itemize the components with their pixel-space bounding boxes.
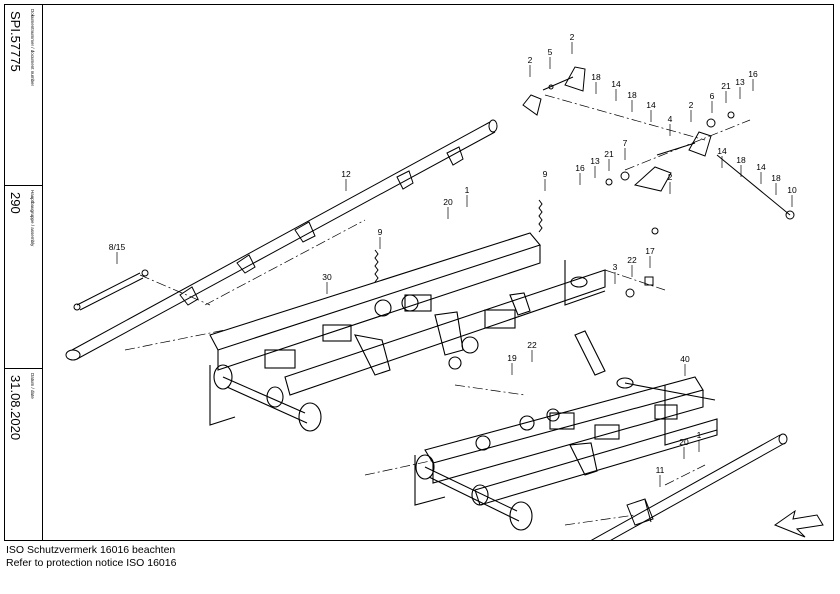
exploded-assembly-drawing: 2521814181426211316497211316214181418101…	[65, 32, 824, 540]
protection-notice-en: Refer to protection notice ISO 16016	[6, 557, 177, 569]
callout-3: 3	[613, 262, 618, 272]
callout-4: 4	[668, 114, 673, 124]
frame-40	[414, 330, 718, 531]
callout-2: 2	[668, 172, 673, 182]
spring-9-middle	[374, 249, 379, 283]
callout-7: 7	[623, 138, 628, 148]
callout-16: 16	[575, 163, 585, 173]
callout-22: 22	[627, 255, 637, 265]
callout-2: 2	[570, 32, 575, 42]
callout-8-15: 8/15	[109, 242, 126, 252]
drawing-frame: Dokumentnummer / document number SPI.577…	[4, 4, 834, 541]
document-number-value: SPI.57775	[8, 11, 23, 72]
callout-20: 20	[679, 437, 689, 447]
callout-2: 2	[689, 100, 694, 110]
callout-14: 14	[646, 100, 656, 110]
callout-17: 17	[645, 246, 655, 256]
document-number-label: Dokumentnummer / document number	[30, 9, 35, 87]
callout-13: 13	[590, 156, 600, 166]
callout-30: 30	[322, 272, 332, 282]
callout-11: 11	[656, 465, 665, 475]
callout-6: 6	[710, 91, 715, 101]
callout-1: 1	[697, 430, 702, 440]
callout-19: 19	[507, 353, 517, 363]
callout-14: 14	[717, 146, 727, 156]
callout-14: 14	[611, 79, 621, 89]
callout-9: 9	[543, 169, 548, 179]
callout-1: 1	[465, 185, 470, 195]
title-block: Dokumentnummer / document number SPI.577…	[5, 5, 43, 540]
spring-9-upper	[538, 199, 543, 233]
callout-10: 10	[787, 185, 797, 195]
callout-20: 20	[443, 197, 453, 207]
callout-22: 22	[527, 340, 537, 350]
assembly-cell: Hauptbaugruppe / assembly 290	[5, 186, 42, 369]
cylinder-8-15	[73, 269, 149, 311]
protection-notice-de: ISO Schutzvermerk 16016 beachten	[6, 544, 176, 556]
callout-18: 18	[627, 90, 637, 100]
date-value: 31.08.2020	[8, 375, 23, 441]
frame-30	[209, 232, 606, 432]
linkage-parts	[522, 66, 795, 298]
date-label: Datum / date	[30, 373, 35, 399]
callout-13: 13	[735, 77, 745, 87]
callout-21: 21	[604, 149, 614, 159]
callout-18: 18	[591, 72, 601, 82]
callout-9: 9	[378, 227, 383, 237]
date-cell: Datum / date 31.08.2020	[5, 369, 42, 540]
assembly-lines	[124, 94, 751, 526]
callout-5: 5	[548, 47, 553, 57]
protection-notice: ISO Schutzvermerk 16016 beachten Refer t…	[6, 544, 176, 570]
assembly-value: 290	[8, 192, 23, 214]
tube-12	[65, 119, 498, 361]
callout-16: 16	[748, 69, 758, 79]
document-number-cell: Dokumentnummer / document number SPI.577…	[5, 5, 42, 186]
callout-12: 12	[341, 169, 351, 179]
direction-arrow	[773, 509, 824, 538]
tube-11	[590, 433, 788, 540]
callout-14: 14	[756, 162, 766, 172]
callout-18: 18	[771, 173, 781, 183]
assembly-label: Hauptbaugruppe / assembly	[30, 190, 35, 247]
callout-21: 21	[721, 81, 731, 91]
callout-40: 40	[680, 354, 690, 364]
callout-18: 18	[736, 155, 746, 165]
callout-2: 2	[528, 55, 533, 65]
